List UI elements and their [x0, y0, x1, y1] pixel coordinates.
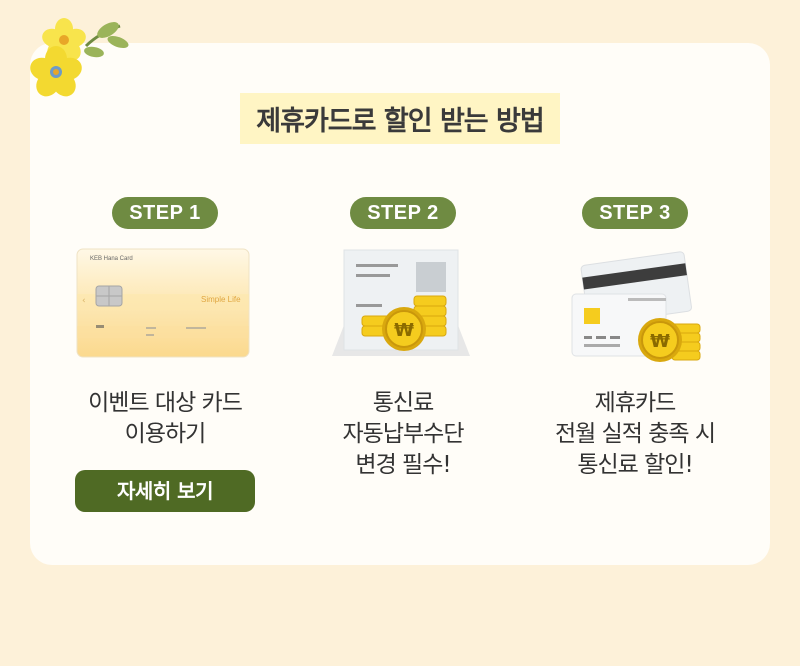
step-3-line-3: 통신료 할인! [577, 452, 693, 478]
step-1-description: 이벤트 대상 카드 이용하기 [45, 388, 285, 450]
step-3-badge: STEP 3 [582, 197, 688, 229]
bill-with-coins-icon: ₩ [332, 249, 470, 356]
title-container: 제휴카드로 할인 받는 방법 [0, 93, 800, 144]
step-1-badge: STEP 1 [112, 197, 218, 229]
step-2-badge-wrap: STEP 2 [283, 197, 523, 229]
svg-text:‹: ‹ [82, 296, 86, 306]
step-1-badge-wrap: STEP 1 [45, 197, 285, 229]
won-symbol: ₩ [394, 320, 414, 341]
step-3-line-2: 전월 실적 충족 시 [554, 421, 716, 447]
page-title: 제휴카드로 할인 받는 방법 [240, 93, 560, 144]
step-3-badge-wrap: STEP 3 [515, 197, 755, 229]
hana-card-image: KEB Hana Card Simple Life ‹ [76, 248, 250, 358]
step-3-line-1: 제휴카드 [594, 390, 677, 416]
step-2-line-2: 자동납부수단 [342, 421, 465, 447]
step-3-description: 제휴카드 전월 실적 충족 시 통신료 할인! [515, 388, 755, 481]
step-1-line-2: 이용하기 [124, 421, 207, 447]
step-2-line-3: 변경 필수! [355, 452, 451, 478]
step-2-line-1: 통신료 [372, 390, 434, 416]
step-1-line-1: 이벤트 대상 카드 [88, 390, 243, 416]
card-brand-text: KEB Hana Card [90, 256, 133, 262]
cards-with-coins-icon: ₩ [571, 251, 701, 362]
step-2-description: 통신료 자동납부수단 변경 필수! [283, 388, 523, 481]
step-2-badge: STEP 2 [350, 197, 456, 229]
yellow-flower-icon [30, 18, 129, 97]
card-product-text: Simple Life [201, 295, 241, 304]
view-details-button[interactable]: 자세히 보기 [75, 470, 255, 512]
won-symbol: ₩ [650, 331, 670, 352]
